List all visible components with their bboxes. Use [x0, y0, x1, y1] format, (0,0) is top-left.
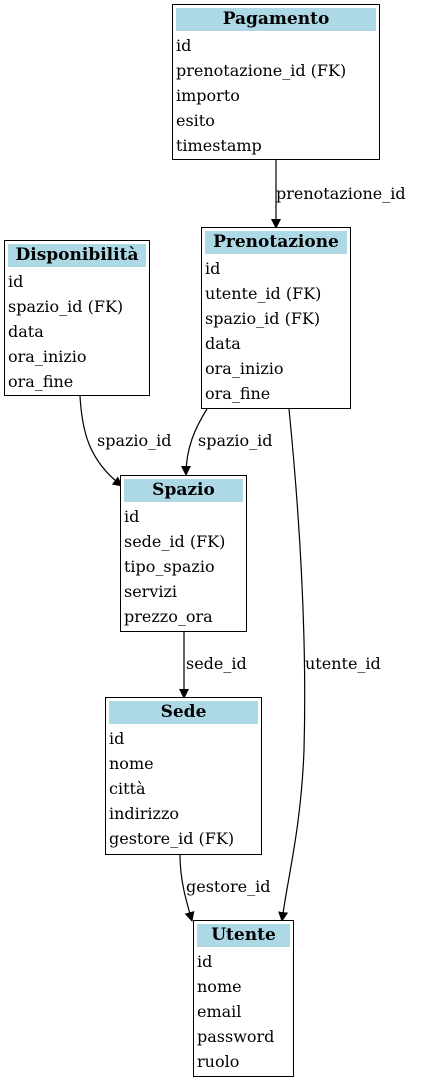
- entity-field: tipo_spazio: [124, 557, 215, 576]
- entity-field: id: [8, 272, 24, 291]
- entity-title: Pagamento: [176, 8, 376, 31]
- entity-field: prezzo_ora: [124, 607, 213, 626]
- entity-pagamento: Pagamento id prenotazione_id (FK) import…: [172, 4, 380, 160]
- entity-field: spazio_id (FK): [205, 309, 321, 328]
- entity-field: id: [176, 36, 192, 55]
- entity-field: importo: [176, 86, 240, 105]
- entity-field: spazio_id (FK): [8, 297, 124, 316]
- entity-field: sede_id (FK): [124, 532, 226, 551]
- entity-spazio: Spazio id sede_id (FK) tipo_spazio servi…: [120, 475, 247, 632]
- entity-field: indirizzo: [109, 804, 180, 823]
- entity-title: Prenotazione: [205, 231, 347, 254]
- entity-field: città: [109, 779, 146, 798]
- entity-field: password: [197, 1027, 275, 1046]
- entity-title: Spazio: [124, 479, 243, 502]
- entity-field: nome: [109, 754, 154, 773]
- edge-disponibilita-spazio: [79, 395, 123, 487]
- edge-label-sede-utente: gestore_id: [186, 877, 271, 896]
- edge-prenotazione-spazio: [181, 408, 208, 476]
- entity-field: ora_inizio: [8, 347, 87, 366]
- edge-label-pagamento-prenotazione: prenotazione_id: [276, 184, 406, 203]
- entity-title: Utente: [197, 924, 290, 947]
- edge-label-prenotazione-spazio: spazio_id: [198, 431, 273, 450]
- edge-sede-utente: [179, 854, 195, 922]
- entity-field: ora_fine: [8, 372, 74, 391]
- entity-utente: Utente id nome email password ruolo: [193, 920, 294, 1077]
- entity-field: nome: [197, 977, 242, 996]
- entity-field: prenotazione_id (FK): [176, 61, 347, 80]
- entity-sede: Sede id nome città indirizzo gestore_id …: [105, 697, 262, 855]
- edge-label-disponibilita-spazio: spazio_id: [97, 431, 172, 450]
- entity-field: timestamp: [176, 136, 262, 155]
- entity-field: id: [124, 507, 140, 526]
- edge-label-prenotazione-utente: utente_id: [305, 654, 381, 673]
- entity-field: id: [205, 259, 221, 278]
- entity-field: ora_inizio: [205, 359, 284, 378]
- entity-field: data: [205, 334, 241, 353]
- entity-field: ruolo: [197, 1052, 240, 1071]
- entity-field: data: [8, 322, 44, 341]
- entity-field: email: [197, 1002, 242, 1021]
- entity-prenotazione: Prenotazione id utente_id (FK) spazio_id…: [201, 227, 351, 409]
- entity-field: servizi: [124, 582, 178, 601]
- edge-prenotazione-utente: [278, 408, 306, 922]
- edge-label-spazio-sede: sede_id: [186, 654, 247, 673]
- entity-disponibilita: Disponibilità id spazio_id (FK) data ora…: [4, 240, 150, 396]
- entity-field: utente_id (FK): [205, 284, 322, 303]
- entity-field: gestore_id (FK): [109, 829, 235, 848]
- entity-field: esito: [176, 111, 215, 130]
- entity-field: id: [109, 729, 125, 748]
- entity-title: Disponibilità: [8, 244, 146, 267]
- entity-field: ora_fine: [205, 384, 271, 403]
- entity-title: Sede: [109, 701, 258, 724]
- entity-field: id: [197, 952, 213, 971]
